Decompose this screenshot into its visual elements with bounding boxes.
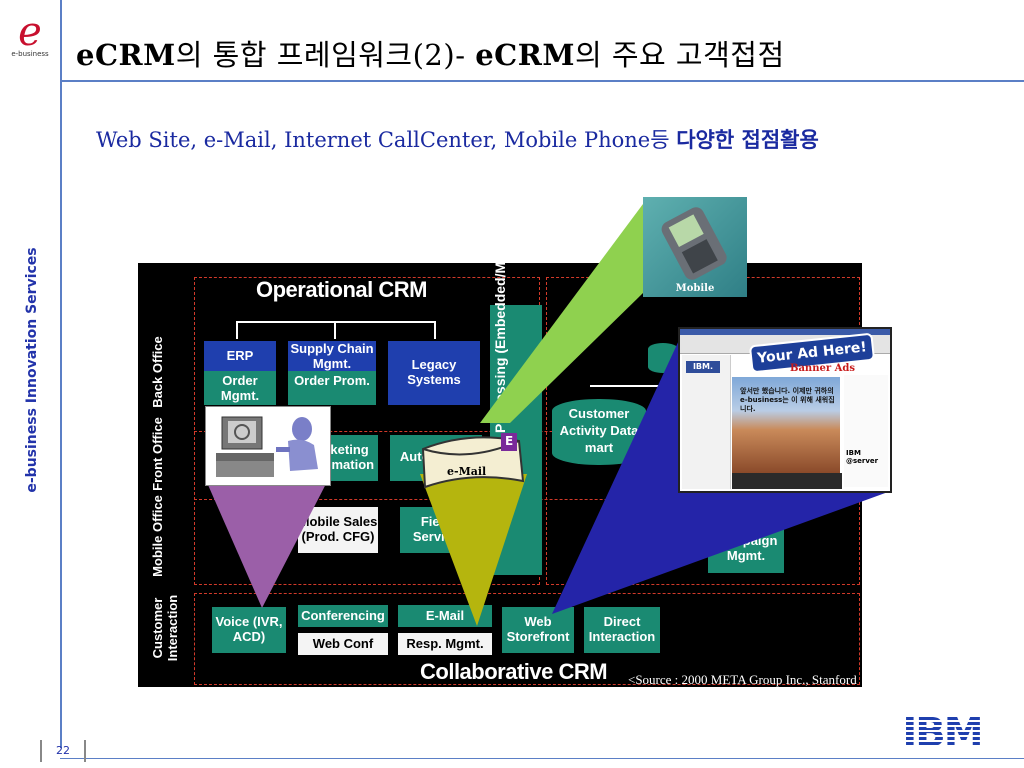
connector-scm: [334, 321, 336, 339]
web-conf-box: Web Conf: [298, 633, 388, 655]
slide-subtitle: Web Site, e-Mail, Internet CallCenter, M…: [96, 124, 819, 154]
mobile-sales-box: Mobile Sales (Prod. CFG): [298, 507, 378, 553]
email-box: E-Mail: [398, 605, 492, 627]
order-mgmt-box: Order Mgmt.: [204, 371, 276, 405]
scm-box: Supply Chain Mgmt.: [288, 341, 376, 371]
web-storefront-box: Web Storefront: [502, 607, 574, 653]
browser-titlebar: [680, 329, 890, 335]
subtitle-plain: Web Site, e-Mail, Internet CallCenter, M…: [96, 128, 677, 152]
row-label-back-office: Back Office: [150, 336, 165, 408]
collaborative-frame: [194, 593, 860, 685]
logo-caption: e-business: [11, 50, 49, 58]
operational-crm-title: Operational CRM: [256, 277, 427, 302]
conferencing-box: Conferencing: [298, 605, 388, 627]
left-rule: [60, 0, 62, 748]
web-footer-strip: [732, 473, 842, 489]
direct-interaction-box: Direct Interaction: [584, 607, 660, 653]
top-connector: [236, 321, 436, 323]
web-hero-photo: [732, 377, 840, 473]
slide-title: eCRM의 통합 프레임워크(2)- eCRM의 주요 고객접점: [76, 32, 785, 74]
collaborative-crm-title: Collaborative CRM: [420, 659, 608, 684]
voice-box: Voice (IVR, ACD): [212, 607, 286, 653]
resp-mgmt-box: Resp. Mgmt.: [398, 633, 492, 655]
logo-e-mark: e: [18, 9, 42, 55]
web-server-label: IBM @server: [846, 449, 879, 465]
title-text-1: 의 통합 프레임워크(2)-: [175, 38, 476, 72]
title-bold-1: eCRM: [76, 38, 176, 72]
ibm-logo-text: IBM: [902, 712, 981, 750]
connector-legacy: [434, 321, 436, 339]
banner-ads-label: Banner Ads: [790, 363, 855, 374]
computer-user-icon: [216, 416, 318, 477]
footer-rule: [60, 758, 1024, 759]
row-label-front-office: Front Office: [150, 417, 165, 491]
subtitle-bold: 다양한 접점활용: [676, 127, 819, 152]
mobile-phone-image: Mobile: [643, 197, 747, 297]
erp-box: ERP: [204, 341, 276, 371]
email-label: e-Mail: [447, 465, 487, 478]
campaign-mgmt-box: Campaign Mgmt.: [708, 525, 784, 573]
call-center-image: [205, 406, 331, 486]
page-number: 22: [40, 740, 86, 762]
phone-icon: [661, 207, 727, 280]
e-business-logo: e e-business: [8, 12, 52, 58]
email-image: E e-Mail: [419, 421, 527, 491]
browser-right-column: [844, 375, 888, 487]
envelope-icon: [421, 433, 525, 489]
processing-bar-label: Processing (Embedded/Mobile): [492, 263, 508, 433]
website-screenshot: IBM. 앞서만 했습니다. 이제만 귀하의 e-business는 이 위해 …: [678, 327, 892, 493]
source-note: <Source : 2000 META Group Inc., Stanford: [628, 672, 857, 687]
connector-erp: [236, 321, 238, 339]
mobile-label: Mobile: [675, 283, 715, 294]
browser-left-nav: [682, 355, 731, 489]
web-hero-text: 앞서만 했습니다. 이제만 귀하의 e-business는 이 위해 새워집니다…: [740, 387, 835, 413]
side-section-label: e-business Innovation Services: [24, 247, 40, 493]
title-rule: [60, 80, 1024, 82]
field-service-box: Field Service: [400, 507, 472, 553]
email-badge: E: [505, 434, 514, 448]
customer-activity-datamart: Customer Activity Data mart: [552, 399, 646, 465]
datamart-small-cylinder: [648, 343, 678, 373]
row-label-customer-interaction: Customer Interaction: [150, 594, 180, 662]
title-text-2: 의 주요 고객접점: [574, 38, 785, 72]
order-prom-box: Order Prom.: [288, 371, 376, 405]
row-label-mobile-office: Mobile Office: [150, 495, 165, 577]
title-bold-2: eCRM: [475, 38, 575, 72]
web-ibm-logo: IBM.: [686, 361, 720, 373]
ibm-logo: IBM: [902, 712, 983, 750]
legacy-systems-box: Legacy Systems: [388, 341, 480, 405]
